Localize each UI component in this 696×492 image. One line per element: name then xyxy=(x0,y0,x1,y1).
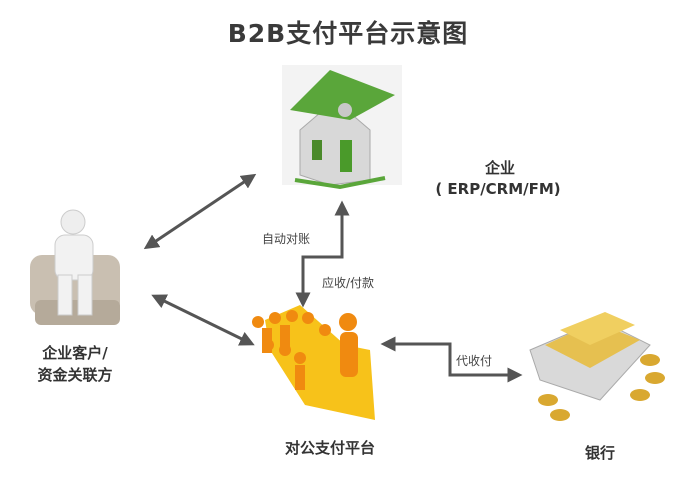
bank-gold-icon xyxy=(529,312,665,421)
edge-label-reconcile: 自动对账 xyxy=(262,232,311,246)
arrow-customer-platform xyxy=(151,294,255,346)
diagram-title: B2B支付平台示意图 xyxy=(227,19,469,48)
enterprise-label: 企业 xyxy=(484,159,515,177)
edge-label-receive-pay: 应收/付款 xyxy=(322,276,375,290)
platform-label: 对公支付平台 xyxy=(284,439,375,457)
platform-icon xyxy=(252,305,375,420)
customer-label-line2: 资金关联方 xyxy=(37,366,113,384)
edge-label-agency-collect: 代收付 xyxy=(456,354,493,368)
bank-label: 银行 xyxy=(584,444,615,462)
enterprise-sublabel: ( ERP/CRM/FM) xyxy=(435,180,561,198)
arrow-platform-enterprise xyxy=(295,200,350,308)
customer-icon xyxy=(30,209,120,325)
customer-label-line1: 企业客户/ xyxy=(42,344,108,362)
arrow-customer-enterprise xyxy=(143,173,257,250)
enterprise-house-icon xyxy=(282,65,402,190)
arrow-platform-bank xyxy=(380,336,523,383)
